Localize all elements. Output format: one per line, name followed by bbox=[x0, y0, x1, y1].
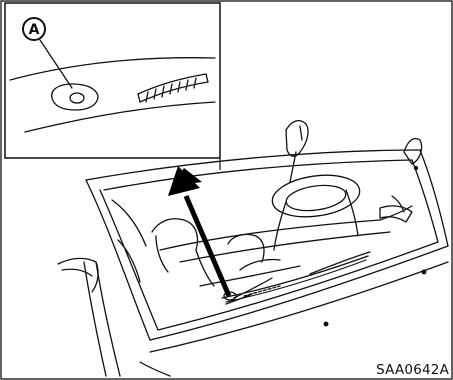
vehicle-hood-illustration bbox=[58, 121, 448, 376]
callout-a: A bbox=[23, 18, 45, 40]
nozzle-detail-inset: A bbox=[5, 3, 220, 158]
figure-code: SAA0642A bbox=[376, 364, 449, 378]
arrow-up-icon bbox=[168, 166, 229, 296]
callout-a-label: A bbox=[29, 22, 40, 38]
